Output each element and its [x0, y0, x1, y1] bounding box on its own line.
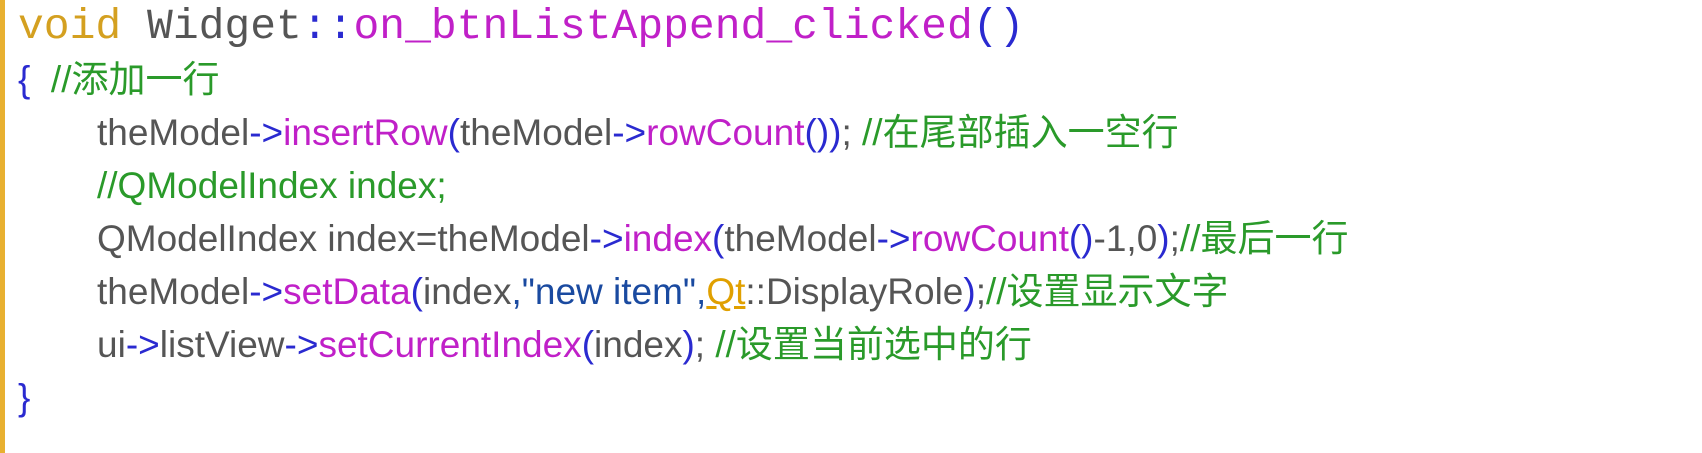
token-operator: ->	[249, 271, 284, 312]
token-operator: ->	[589, 218, 624, 259]
token-identifier: ::DisplayRole	[745, 271, 964, 312]
token-comment: //添加一行	[30, 59, 220, 100]
token-comment: //在尾部插入一空行	[862, 112, 1179, 153]
token-operator: ->	[249, 112, 284, 153]
token-identifier: ;	[1169, 218, 1180, 259]
code-line: //QModelIndex index;	[18, 159, 1348, 212]
token-operator: ->	[284, 324, 319, 365]
code-line: { //添加一行	[18, 53, 1348, 106]
token-operator: ::	[301, 2, 354, 51]
code-line: QModelIndex index=theModel->index(theMod…	[18, 212, 1348, 265]
token-operator: ->	[876, 218, 911, 259]
token-function-name: rowCount	[646, 112, 805, 153]
code-line: theModel->insertRow(theModel->rowCount()…	[18, 106, 1348, 159]
token-comment: //QModelIndex index;	[97, 165, 447, 206]
token-namespace-link[interactable]: Qt	[706, 271, 746, 312]
token-comment: //最后一行	[1179, 218, 1349, 259]
token-comment: //设置当前选中的行	[715, 324, 1032, 365]
token-identifier: theModel	[97, 112, 250, 153]
token-identifier: ;	[694, 324, 716, 365]
token-keyword: void	[18, 2, 122, 51]
token-operator: }	[18, 377, 31, 418]
token-operator: ->	[125, 324, 160, 365]
code-line: theModel->setData(index,"new item",Qt::D…	[18, 265, 1348, 318]
token-function-name: on_btnListAppend_clicked	[353, 2, 973, 51]
token-identifier: ;	[841, 112, 863, 153]
token-operator: (	[447, 112, 460, 153]
token-identifier: theModel	[724, 218, 877, 259]
token-identifier: index	[594, 324, 683, 365]
token-operator: (	[581, 324, 595, 365]
token-identifier: Widget	[121, 2, 302, 51]
token-identifier: index	[423, 271, 512, 312]
token-identifier: theModel	[97, 271, 250, 312]
token-operator: )	[963, 271, 976, 312]
token-identifier: ui	[97, 324, 126, 365]
token-identifier: QModelIndex index=theModel	[97, 218, 590, 259]
left-accent-bar	[0, 0, 5, 453]
token-operator: ->	[612, 112, 647, 153]
code-line: }	[18, 371, 1348, 424]
token-function-name: setCurrentIndex	[318, 324, 582, 365]
code-block: void Widget::on_btnListAppend_clicked(){…	[18, 0, 1348, 424]
token-comment: //设置显示文字	[986, 271, 1229, 312]
token-operator: ())	[804, 112, 842, 153]
token-operator: )	[1157, 218, 1170, 259]
token-identifier: listView	[159, 324, 285, 365]
token-string-literal: ,"new item",	[511, 271, 707, 312]
token-operator: (	[410, 271, 423, 312]
token-function-name: insertRow	[283, 112, 448, 153]
token-identifier: theModel	[459, 112, 613, 153]
code-line: ui->listView->setCurrentIndex(index); //…	[18, 318, 1348, 371]
code-line: void Widget::on_btnListAppend_clicked()	[18, 0, 1348, 53]
token-operator: )	[682, 324, 695, 365]
token-function-name: setData	[283, 271, 411, 312]
token-function-name: index	[623, 218, 713, 259]
token-operator: ()	[1068, 218, 1094, 259]
token-identifier: -1,0	[1093, 218, 1158, 259]
token-operator: {	[18, 59, 31, 100]
token-operator: (	[712, 218, 725, 259]
token-operator: ()	[972, 2, 1025, 51]
token-identifier: ;	[975, 271, 986, 312]
token-function-name: rowCount	[910, 218, 1069, 259]
